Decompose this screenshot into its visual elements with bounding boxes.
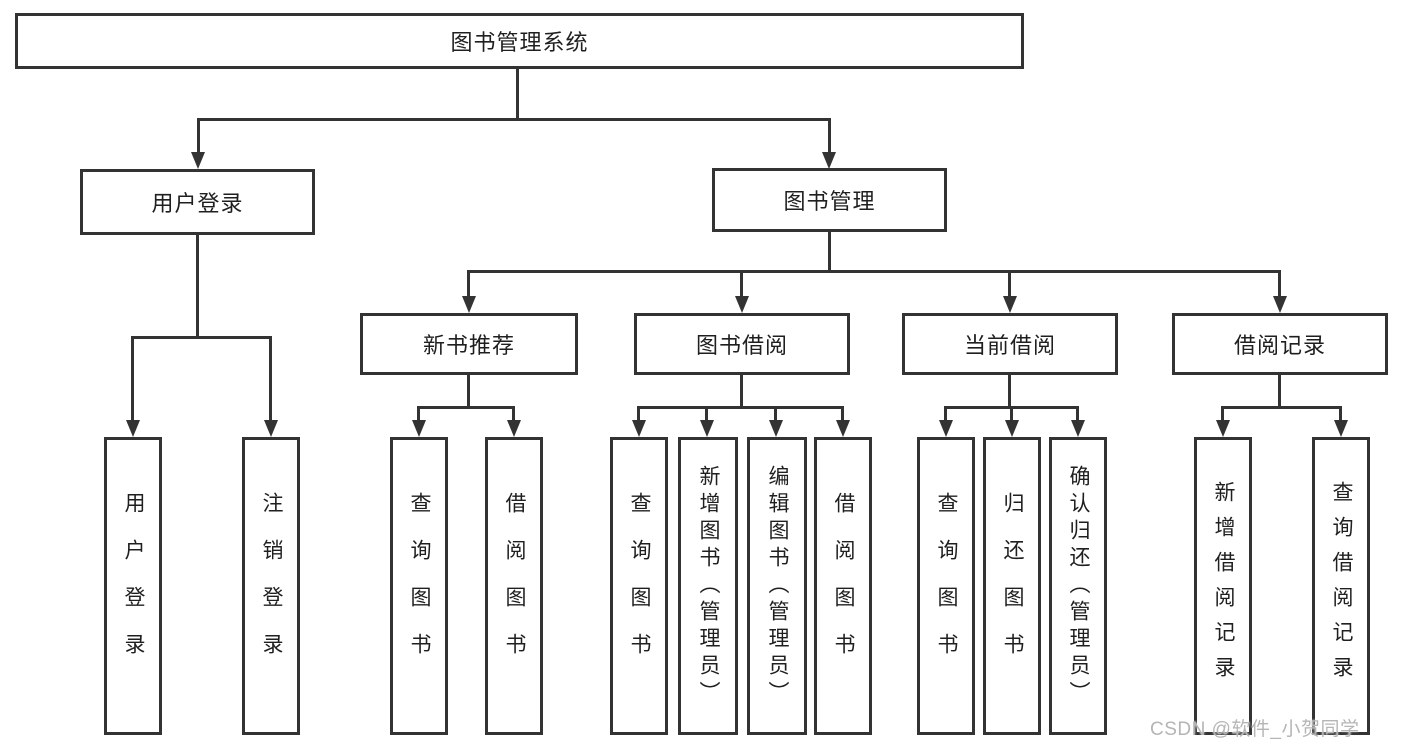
node-borrow-records: 借阅记录 xyxy=(1172,313,1388,375)
connector-line xyxy=(774,406,777,422)
leaf-add-borrow-record: 新增借阅记录 xyxy=(1194,437,1252,735)
node-book-management: 图书管理 xyxy=(712,168,947,232)
arrow-down-icon xyxy=(462,296,476,313)
connector-line xyxy=(197,118,831,121)
connector-line xyxy=(467,270,1281,273)
arrow-down-icon xyxy=(700,420,714,437)
connector-line xyxy=(512,406,515,422)
arrow-down-icon xyxy=(632,420,646,437)
connector-line xyxy=(1339,406,1342,422)
connector-line xyxy=(705,406,708,422)
leaf-confirm-return-admin: 确认归还（管理员） xyxy=(1049,437,1107,735)
node-root: 图书管理系统 xyxy=(15,13,1024,69)
connector-line xyxy=(944,406,947,422)
connector-line xyxy=(841,406,844,422)
connector-line xyxy=(516,69,519,119)
connector-line xyxy=(467,270,470,298)
connector-line xyxy=(1221,406,1342,409)
arrow-down-icon xyxy=(507,420,521,437)
connector-line xyxy=(1221,406,1224,422)
arrow-down-icon xyxy=(836,420,850,437)
connector-line xyxy=(1010,406,1013,422)
leaf-edit-book-admin: 编辑图书（管理员） xyxy=(747,437,807,735)
watermark: CSDN @软件_小贺同学 xyxy=(1150,719,1360,740)
connector-line xyxy=(637,406,844,409)
leaf-user-login: 用户登录 xyxy=(104,437,162,735)
connector-line xyxy=(828,232,831,271)
leaf-borrow-book: 借阅图书 xyxy=(814,437,872,735)
connector-line xyxy=(417,406,515,409)
leaf-query-book-recommend: 查询图书 xyxy=(390,437,448,735)
connector-line xyxy=(1076,406,1079,422)
connector-line xyxy=(637,406,640,422)
connector-line xyxy=(467,375,470,406)
leaf-logout: 注销登录 xyxy=(242,437,300,735)
connector-line xyxy=(131,336,134,421)
arrow-down-icon xyxy=(412,420,426,437)
arrow-down-icon xyxy=(264,420,278,437)
arrow-down-icon xyxy=(1273,296,1287,313)
leaf-add-book-admin: 新增图书（管理员） xyxy=(678,437,738,735)
connector-line xyxy=(131,336,272,339)
node-book-borrow: 图书借阅 xyxy=(634,313,850,375)
leaf-return-book: 归还图书 xyxy=(983,437,1041,735)
arrow-down-icon xyxy=(822,152,836,169)
leaf-query-book-current: 查询图书 xyxy=(917,437,975,735)
node-current-borrow: 当前借阅 xyxy=(902,313,1118,375)
node-user-login: 用户登录 xyxy=(80,169,315,235)
arrow-down-icon xyxy=(1216,420,1230,437)
connector-line xyxy=(828,118,831,154)
arrow-down-icon xyxy=(735,296,749,313)
connector-line xyxy=(196,235,199,337)
arrow-down-icon xyxy=(126,420,140,437)
leaf-borrow-book-recommend: 借阅图书 xyxy=(485,437,543,735)
leaf-query-book-borrow: 查询图书 xyxy=(610,437,668,735)
arrow-down-icon xyxy=(1334,420,1348,437)
connector-line xyxy=(1278,270,1281,298)
leaf-query-borrow-record: 查询借阅记录 xyxy=(1312,437,1370,735)
arrow-down-icon xyxy=(1003,296,1017,313)
arrow-down-icon xyxy=(939,420,953,437)
connector-line xyxy=(269,336,272,421)
arrow-down-icon xyxy=(769,420,783,437)
connector-line xyxy=(1008,375,1011,406)
connector-line xyxy=(1278,375,1281,406)
connector-line xyxy=(1008,270,1011,298)
connector-line xyxy=(740,375,743,406)
connector-line xyxy=(417,406,420,422)
connector-line xyxy=(197,118,200,154)
arrow-down-icon xyxy=(191,152,205,169)
connector-line xyxy=(740,270,743,298)
arrow-down-icon xyxy=(1071,420,1085,437)
node-new-book-recommend: 新书推荐 xyxy=(360,313,578,375)
arrow-down-icon xyxy=(1005,420,1019,437)
